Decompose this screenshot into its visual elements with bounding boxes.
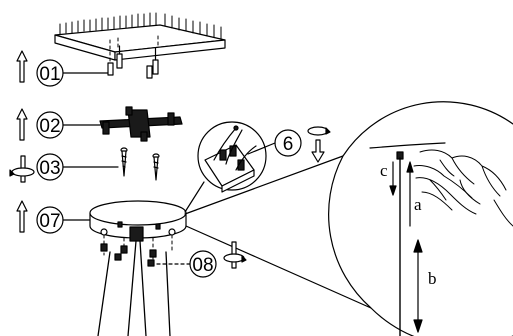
step-label: 6 (283, 134, 294, 155)
wall-anchor (146, 65, 153, 79)
up-arrow-icon (16, 108, 28, 141)
up-arrow-icon (16, 200, 28, 233)
wall-anchor (116, 45, 123, 69)
height-adjust-detail (184, 101, 513, 336)
screw (152, 153, 160, 181)
step-label: 08 (192, 255, 213, 276)
step-badge-6: 6 (247, 129, 302, 157)
wall-anchor (107, 62, 114, 76)
ceiling-plate (54, 12, 226, 79)
mounting-bracket (99, 106, 183, 142)
step-label: 01 (39, 64, 60, 85)
terminal-detail (184, 121, 267, 213)
rotate-icon (307, 126, 331, 136)
label-a: a (414, 195, 422, 214)
step-badge-07: 07 (36, 206, 91, 234)
up-arrow-icon (16, 50, 28, 83)
cable-gripper (100, 243, 157, 267)
hand-icon (413, 149, 513, 227)
rotate-icon (223, 241, 247, 269)
rotate-icon (9, 155, 35, 183)
step-label: 02 (39, 116, 60, 137)
screw (120, 147, 128, 177)
label-c: c (380, 161, 388, 180)
step-badge-08: 08 (155, 250, 217, 278)
step-label: 07 (39, 211, 60, 232)
step-label: 03 (39, 158, 60, 179)
wall-anchor (152, 47, 159, 75)
suspension-wire (97, 240, 171, 336)
down-arrow-icon (311, 139, 325, 163)
step-badge-01: 01 (36, 59, 109, 87)
label-b: b (428, 269, 437, 288)
step-badge-03: 03 (36, 153, 119, 181)
step-badge-02: 02 (36, 111, 101, 139)
canopy (89, 200, 187, 242)
